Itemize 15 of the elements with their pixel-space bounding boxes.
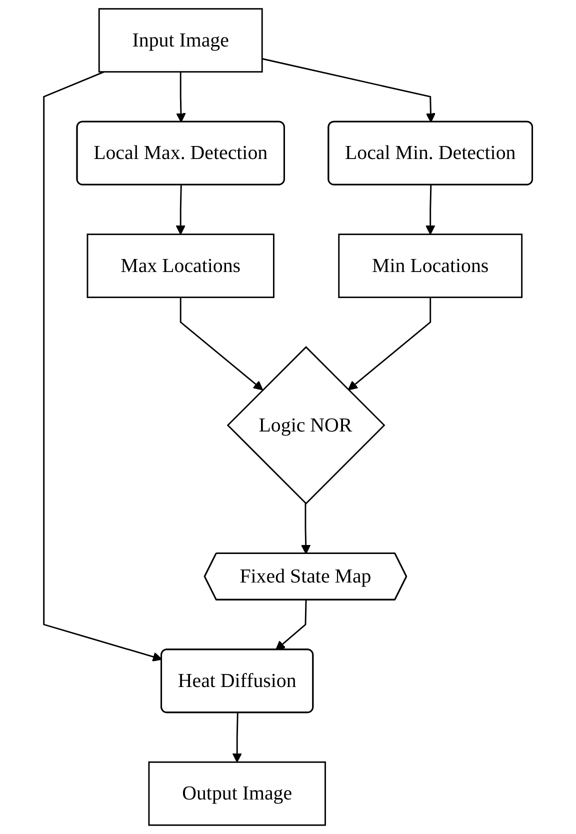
arrow [425,185,436,235]
arrow [176,185,186,235]
node-box: Min Locations [338,234,522,298]
arrow [176,72,186,123]
arrow [43,71,162,662]
arrow [262,58,436,123]
node-box: Max Locations [86,234,274,298]
arrow [232,712,242,763]
arrow [275,600,307,650]
arrow [180,297,263,390]
node-box: Input Image [98,8,263,73]
node-box: Output Image [148,761,326,826]
arrow [348,297,431,390]
node-diamond: Logic NOR [226,346,386,504]
arrow [300,504,311,554]
